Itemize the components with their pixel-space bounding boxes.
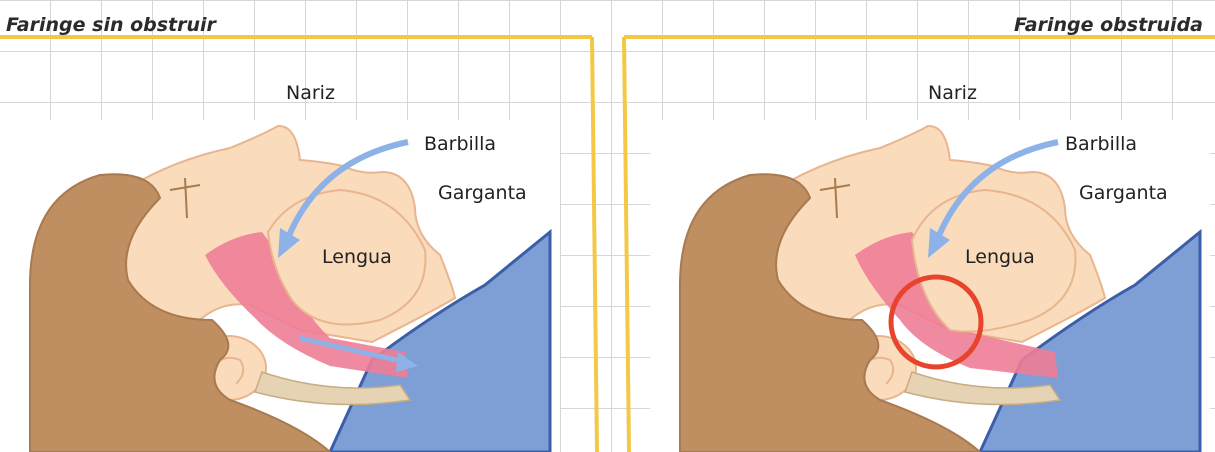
label-chin: Barbilla (1065, 133, 1137, 155)
panel-obstructed: Faringe obstruida Nariz Barbilla Gargant… (615, 0, 1215, 452)
frame-line-left (624, 37, 629, 452)
label-tongue: Lengua (965, 246, 1035, 268)
label-throat: Garganta (1079, 182, 1168, 204)
label-chin: Barbilla (424, 133, 496, 155)
panel-title: Faringe obstruida (1014, 14, 1203, 36)
panel-title: Faringe sin obstruir (6, 14, 216, 36)
label-throat: Garganta (438, 182, 527, 204)
panel-unobstructed: Faringe sin obstruir Nariz Barbilla Garg… (0, 0, 600, 452)
label-nose: Nariz (928, 82, 977, 104)
label-nose: Nariz (286, 82, 335, 104)
frame-line-right (592, 37, 597, 452)
illustration-obstructed (615, 0, 1215, 452)
label-tongue: Lengua (322, 246, 392, 268)
illustration-unobstructed (0, 0, 600, 452)
